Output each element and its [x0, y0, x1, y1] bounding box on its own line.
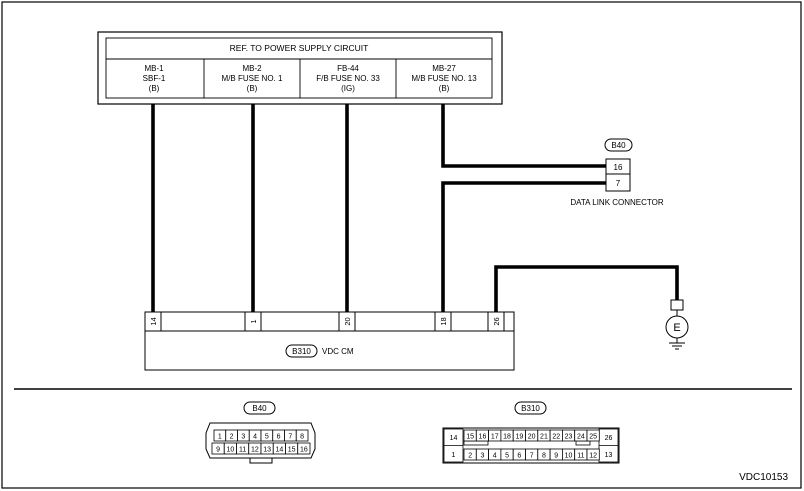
fuse-col-3-line1: FB-44: [337, 64, 359, 73]
cm-pin-20: 20: [343, 317, 352, 325]
b40-bottom-pin: 13: [263, 447, 271, 454]
b310-face-label: B310: [521, 404, 540, 413]
b310-top-pin: 22: [552, 434, 560, 441]
wires: [151, 104, 679, 313]
b40-bottom-row: 9 10 11 12 13 14 15 16: [211, 442, 311, 455]
b310-bottom-pin: 3: [480, 453, 484, 460]
b310-top-pin: 20: [528, 434, 536, 441]
dlc-label: DATA LINK CONNECTOR: [570, 198, 664, 207]
b310-pin-1: 1: [452, 452, 456, 459]
cm-label: VDC CM: [322, 347, 354, 356]
diagram-code: VDC10153: [739, 472, 788, 483]
b40-bottom-pin: 9: [216, 447, 220, 454]
wire-pin-18-to-dlc16: [441, 104, 606, 168]
b310-top-pin: 15: [466, 434, 474, 441]
b40-bottom-pin: 12: [251, 447, 259, 454]
dlc-pin-16: 16: [614, 163, 623, 172]
b40-bottom-pin: 14: [275, 447, 283, 454]
b310-bottom-pin: 4: [493, 453, 497, 460]
b40-top-pin: 6: [277, 434, 281, 441]
b40-top-pin: 4: [253, 434, 257, 441]
b40-bottom-pin: 15: [288, 447, 296, 454]
fuse-col-4-line3: (B): [439, 84, 450, 93]
fuse-col-1-line1: MB-1: [144, 64, 164, 73]
b310-top-pin: 17: [491, 434, 499, 441]
b310-top-pin: 16: [479, 434, 487, 441]
b40-bottom-pin: 10: [226, 447, 234, 454]
b310-bottom-cell: [586, 448, 600, 461]
b310-bottom-row: 2 3 4 5 6 7 8 9 10 11 12: [463, 448, 600, 461]
cm-pin-26: 26: [492, 317, 501, 325]
b310-bottom-pin: 2: [468, 453, 472, 460]
fuse-col-1-line3: (B): [149, 84, 160, 93]
b310-bottom-pin: 9: [554, 453, 558, 460]
cm-pin-1: 1: [249, 319, 258, 323]
fuse-col-4-line1: MB-27: [432, 64, 456, 73]
dlc-pin-7: 7: [616, 179, 621, 188]
b310-bottom-pin: 7: [530, 453, 534, 460]
b310-bottom-pin: 8: [542, 453, 546, 460]
fuse-col-2-line1: MB-2: [242, 64, 262, 73]
b40-top-pin: 8: [300, 434, 304, 441]
b40-top-pin: 1: [218, 434, 222, 441]
wire-pin-26-to-ground: [494, 265, 679, 313]
b310-top-pin: 19: [515, 434, 523, 441]
b310-top-row: 15 16 17 18 19 20 21 22 23 24 25: [463, 429, 600, 442]
b310-bottom-pin: 10: [565, 453, 573, 460]
cm-pin-18: 18: [439, 317, 448, 325]
b310-pin-14: 14: [450, 435, 458, 442]
b310-bottom-pin: 6: [517, 453, 521, 460]
fuse-col-1-line2: SBF-1: [143, 74, 166, 83]
b310-top-pin: 21: [540, 434, 548, 441]
power-supply-block: REF. TO POWER SUPPLY CIRCUIT MB-1 SBF-1 …: [97, 31, 503, 105]
b40-face-label: B40: [252, 404, 267, 413]
b310-bottom-pin: 11: [577, 453, 584, 460]
fuse-col-3-line3: (IG): [341, 84, 355, 93]
power-supply-title: REF. TO POWER SUPPLY CIRCUIT: [230, 43, 369, 53]
b310-top-cell: [586, 429, 600, 442]
b310-pin-26: 26: [605, 435, 613, 442]
b310-bottom-pin: 5: [505, 453, 509, 460]
wire-pin-18-to-dlc7: [441, 181, 606, 313]
data-link-connector: B40 16 7 DATA LINK CONNECTOR: [570, 138, 664, 207]
fuse-col-2-line3: (B): [247, 84, 258, 93]
fuse-col-4-line2: M/B FUSE NO. 13: [411, 74, 477, 83]
fuse-col-2-line2: M/B FUSE NO. 1: [222, 74, 283, 83]
b40-bottom-pin: 16: [300, 447, 308, 454]
b40-bottom-cell: [297, 442, 311, 455]
b40-top-pin: 5: [265, 434, 269, 441]
b40-top-pin: 2: [230, 434, 234, 441]
b40-bottom-pin: 11: [239, 447, 246, 454]
cm-pin-14: 14: [149, 317, 158, 325]
b310-bottom-pin: 12: [589, 453, 597, 460]
b310-top-pin: 24: [577, 434, 585, 441]
b40-top-cell: [295, 429, 309, 442]
fuse-col-3-line2: F/B FUSE NO. 33: [316, 74, 380, 83]
b310-top-pin: 25: [589, 434, 597, 441]
b40-top-pin: 7: [288, 434, 292, 441]
vdc-cm-module: 14 1 20 18 26 B310 VDC CM: [144, 311, 515, 371]
cm-connector-id: B310: [292, 347, 311, 356]
b310-top-pin: 23: [565, 434, 573, 441]
b310-top-pin: 18: [503, 434, 511, 441]
b40-top-pin: 3: [241, 434, 245, 441]
ground-label: E: [673, 322, 680, 334]
ground-symbol: E: [665, 299, 689, 350]
b310-pin-13: 13: [605, 452, 613, 459]
dlc-id-label: B40: [611, 141, 626, 150]
